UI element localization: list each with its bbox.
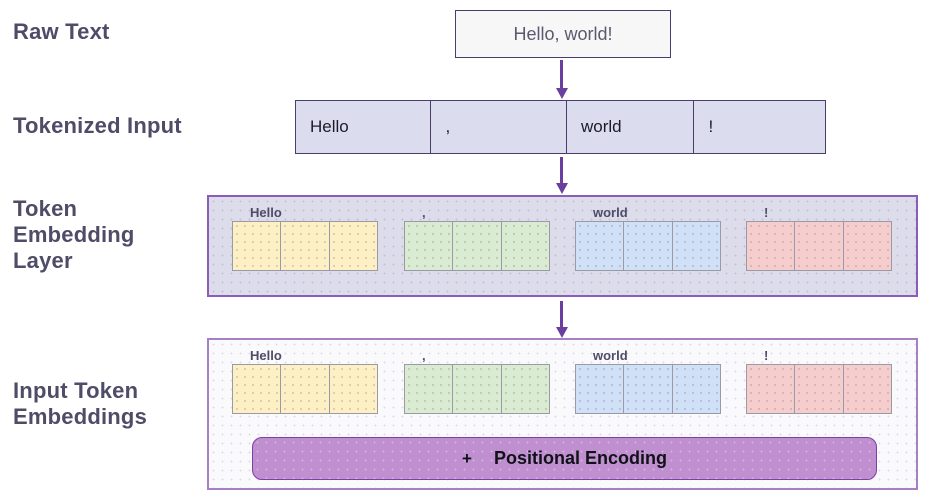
embedding-group: Hello bbox=[232, 205, 378, 271]
embedding-cell bbox=[329, 365, 377, 413]
embedding-cell bbox=[329, 222, 377, 270]
embedding-cell bbox=[747, 222, 796, 270]
embedding-cell bbox=[624, 365, 673, 413]
embedding-vector bbox=[575, 221, 721, 271]
embedding-group: , bbox=[404, 205, 550, 271]
embedding-cell bbox=[233, 365, 282, 413]
embedding-group: world bbox=[575, 205, 721, 271]
row-label-tokenized-input: Tokenized Input bbox=[13, 113, 182, 138]
token-text: , bbox=[445, 117, 451, 136]
embedding-cell bbox=[576, 222, 625, 270]
embedding-group: Hello bbox=[232, 348, 378, 414]
embedding-vector bbox=[232, 221, 378, 271]
token-cell: , bbox=[431, 101, 567, 153]
embedding-cell bbox=[747, 365, 796, 413]
embedding-group-label: world bbox=[593, 205, 628, 220]
input-token-embeddings-container: Hello , world ! bbox=[207, 338, 918, 490]
embedding-group-label: , bbox=[422, 205, 426, 220]
raw-text-value: Hello, world! bbox=[513, 23, 613, 44]
embedding-cell bbox=[453, 222, 502, 270]
row-label-token-embedding-layer: Token Embedding Layer bbox=[13, 196, 135, 273]
embedding-cell bbox=[795, 222, 844, 270]
embedding-group: world bbox=[575, 348, 721, 414]
embedding-vector bbox=[746, 221, 892, 271]
arrow-down-icon-embedding-to-input bbox=[560, 301, 563, 329]
token-text: world bbox=[580, 117, 622, 136]
embedding-cell bbox=[795, 365, 844, 413]
embedding-cell bbox=[843, 365, 891, 413]
plus-icon: + bbox=[462, 448, 472, 468]
embedding-cell bbox=[233, 222, 282, 270]
embedding-group: ! bbox=[746, 348, 892, 414]
token-cell: ! bbox=[694, 101, 825, 153]
embedding-cell bbox=[672, 365, 720, 413]
embedding-cell bbox=[501, 365, 549, 413]
positional-encoding-bar: + Positional Encoding bbox=[252, 437, 877, 480]
embedding-cell bbox=[843, 222, 891, 270]
embedding-group-label: ! bbox=[764, 205, 769, 220]
embedding-group-label: , bbox=[422, 348, 426, 363]
embedding-cell bbox=[281, 365, 330, 413]
raw-text-box: Hello, world! bbox=[455, 10, 671, 58]
embedding-vector bbox=[575, 364, 721, 414]
embedding-group-label: Hello bbox=[250, 348, 282, 363]
embedding-cell bbox=[405, 365, 454, 413]
embedding-cell bbox=[624, 222, 673, 270]
embedding-group-label: ! bbox=[764, 348, 769, 363]
token-text: Hello bbox=[310, 117, 349, 136]
row-label-input-token-embeddings: Input Token Embeddings bbox=[13, 378, 148, 429]
token-cell: world bbox=[567, 101, 695, 153]
positional-encoding-label: Positional Encoding bbox=[493, 448, 667, 468]
arrow-down-icon-raw-to-tokenized bbox=[560, 60, 563, 90]
arrow-down-icon-tokenized-to-embedding bbox=[560, 157, 563, 185]
embedding-group: ! bbox=[746, 205, 892, 271]
tokenized-input-row: Hello , world ! bbox=[295, 100, 826, 154]
token-embedding-layer-container: Hello , world ! bbox=[207, 195, 918, 297]
embedding-cell bbox=[405, 222, 454, 270]
embedding-vector bbox=[404, 221, 550, 271]
embedding-group-label: world bbox=[593, 348, 628, 363]
token-cell: Hello bbox=[296, 101, 432, 153]
embedding-cell bbox=[453, 365, 502, 413]
embedding-vector bbox=[404, 364, 550, 414]
embedding-group: , bbox=[404, 348, 550, 414]
embedding-cell bbox=[281, 222, 330, 270]
embedding-vector bbox=[746, 364, 892, 414]
embedding-cell bbox=[672, 222, 720, 270]
embedding-group-label: Hello bbox=[250, 205, 282, 220]
row-label-raw-text: Raw Text bbox=[13, 19, 110, 44]
token-text: ! bbox=[708, 117, 714, 136]
embedding-vector bbox=[232, 364, 378, 414]
embedding-cell bbox=[576, 365, 625, 413]
embedding-cell bbox=[501, 222, 549, 270]
